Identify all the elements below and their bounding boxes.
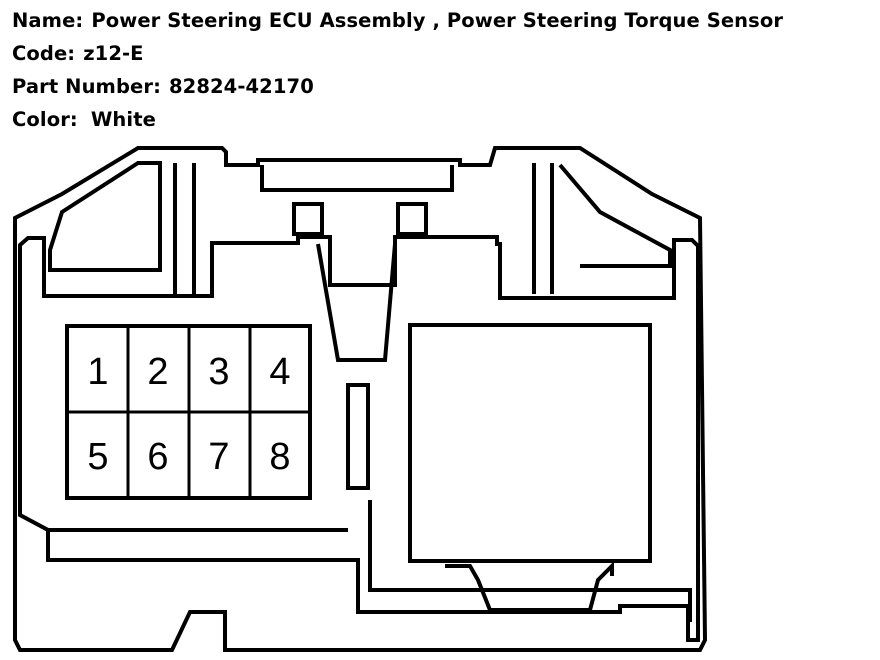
pin-1: 1 xyxy=(87,351,108,393)
color-row: Color: White xyxy=(12,103,783,136)
part-number-label: Part Number: xyxy=(12,75,161,98)
left-latch xyxy=(48,161,162,272)
right-key-slot xyxy=(396,202,428,236)
pin-3: 3 xyxy=(208,351,229,393)
bottom-right-ledge xyxy=(368,500,692,622)
left-key-slot xyxy=(292,202,324,236)
code-label: Code: xyxy=(12,42,76,65)
pin-8: 8 xyxy=(269,436,290,478)
code-value: z12-E xyxy=(83,42,144,65)
right-latch xyxy=(558,163,672,268)
color-value: White xyxy=(90,108,156,131)
part-number-row: Part Number: 82824-42170 xyxy=(12,70,783,103)
connector-info: Name: Power Steering ECU Assembly , Power… xyxy=(12,4,783,136)
sensor-cavity-tab xyxy=(445,561,614,612)
code-row: Code: z12-E xyxy=(12,37,783,70)
pin-6: 6 xyxy=(147,436,168,478)
sensor-cavity xyxy=(408,323,652,563)
top-keyway xyxy=(260,165,454,192)
connector-inner-wall xyxy=(18,235,700,642)
name-value: Power Steering ECU Assembly , Power Stee… xyxy=(91,9,784,32)
part-number-value: 82824-42170 xyxy=(168,75,314,98)
center-key xyxy=(316,243,397,362)
color-label: Color: xyxy=(12,108,78,131)
pin-4: 4 xyxy=(269,351,290,393)
pin-5: 5 xyxy=(87,436,108,478)
pin-7: 7 xyxy=(208,436,229,478)
pin-grid: 1 2 3 4 5 6 7 8 xyxy=(65,324,312,500)
name-row: Name: Power Steering ECU Assembly , Power… xyxy=(12,4,783,37)
pin-2: 2 xyxy=(147,351,168,393)
name-label: Name: xyxy=(12,9,84,32)
lock-bar xyxy=(346,383,370,490)
connector-housing-outline xyxy=(13,146,708,652)
